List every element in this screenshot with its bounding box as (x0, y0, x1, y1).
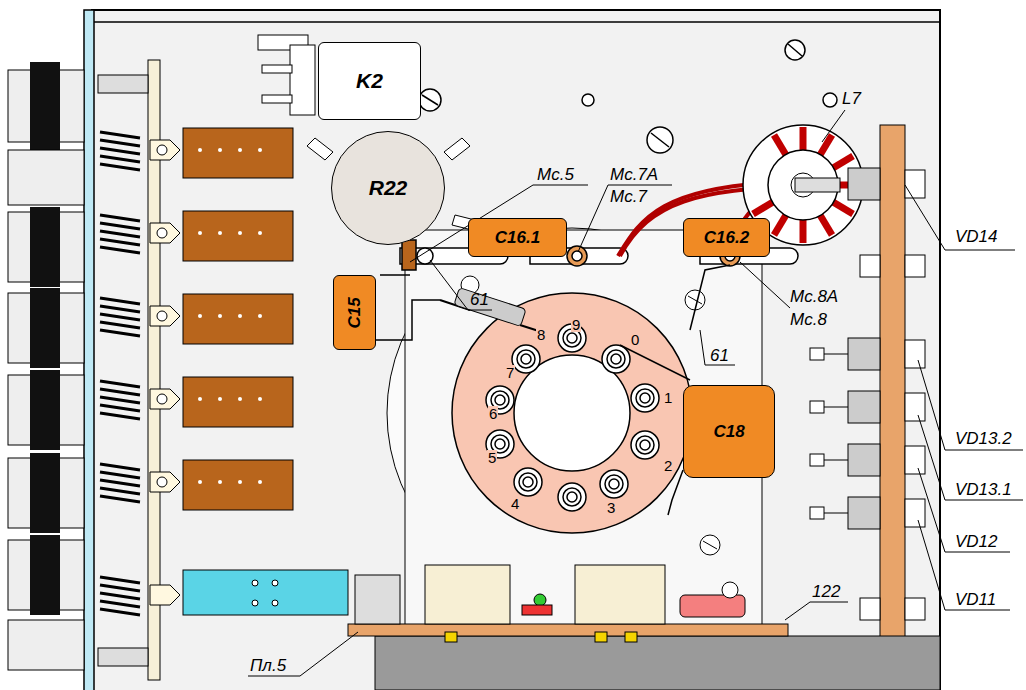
callout-label: VD14 (955, 228, 998, 245)
callout-label: Мс.8 (790, 311, 827, 328)
relay: K2 (318, 42, 421, 120)
diode-board (880, 125, 905, 690)
front-panel (84, 10, 94, 690)
callout-label: Пл.5 (250, 657, 286, 674)
callout-label: Мс.7 (610, 188, 647, 205)
pin-number: 8 (536, 327, 546, 342)
pin-number: 3 (606, 500, 616, 515)
callout-label: VD13.2 (955, 430, 1012, 447)
pin-number: 1 (663, 390, 673, 405)
bracket-122 (375, 636, 940, 690)
diodes (810, 168, 925, 620)
callout-label: 61 (470, 291, 489, 308)
board-pl5 (348, 624, 788, 636)
switch-contacts (100, 128, 348, 615)
callout-label: 122 (812, 583, 840, 600)
capacitor: C18 (683, 385, 775, 478)
pin-number: 4 (510, 496, 520, 511)
part-label: K2 (356, 69, 383, 93)
callout-label: VD11 (955, 591, 996, 608)
callout-label: VD12 (955, 533, 998, 550)
panel-buttons (8, 62, 84, 670)
capacitor: C15 (333, 275, 376, 350)
part-label: C18 (713, 422, 744, 442)
callout-label: 61 (710, 347, 729, 364)
resistor (454, 288, 526, 327)
pin-number: 6 (488, 406, 498, 421)
part-label: R22 (369, 176, 408, 200)
part-label: C16.2 (704, 228, 749, 248)
potentiometer: R22 (331, 131, 445, 245)
board-components (355, 565, 745, 642)
tube-socket (452, 293, 692, 533)
leader-lines (248, 110, 1023, 676)
pin-number: 2 (663, 458, 673, 473)
callout-label: L7 (842, 90, 861, 107)
pin-number: 0 (630, 332, 640, 347)
housing (92, 10, 940, 690)
callout-label: Мс.7А (610, 166, 658, 183)
capacitor: C16.2 (683, 218, 770, 257)
callout-label: Мс.8А (790, 288, 838, 305)
part-label: C15 (345, 297, 365, 328)
pin-number: 9 (571, 317, 581, 332)
callout-label: Мс.5 (537, 166, 574, 183)
pin-number: 5 (487, 450, 497, 465)
part-label: C16.1 (495, 228, 540, 248)
callout-label: VD13.1 (955, 481, 1012, 498)
capacitor: C16.1 (468, 218, 567, 257)
pin-number: 7 (505, 365, 515, 380)
